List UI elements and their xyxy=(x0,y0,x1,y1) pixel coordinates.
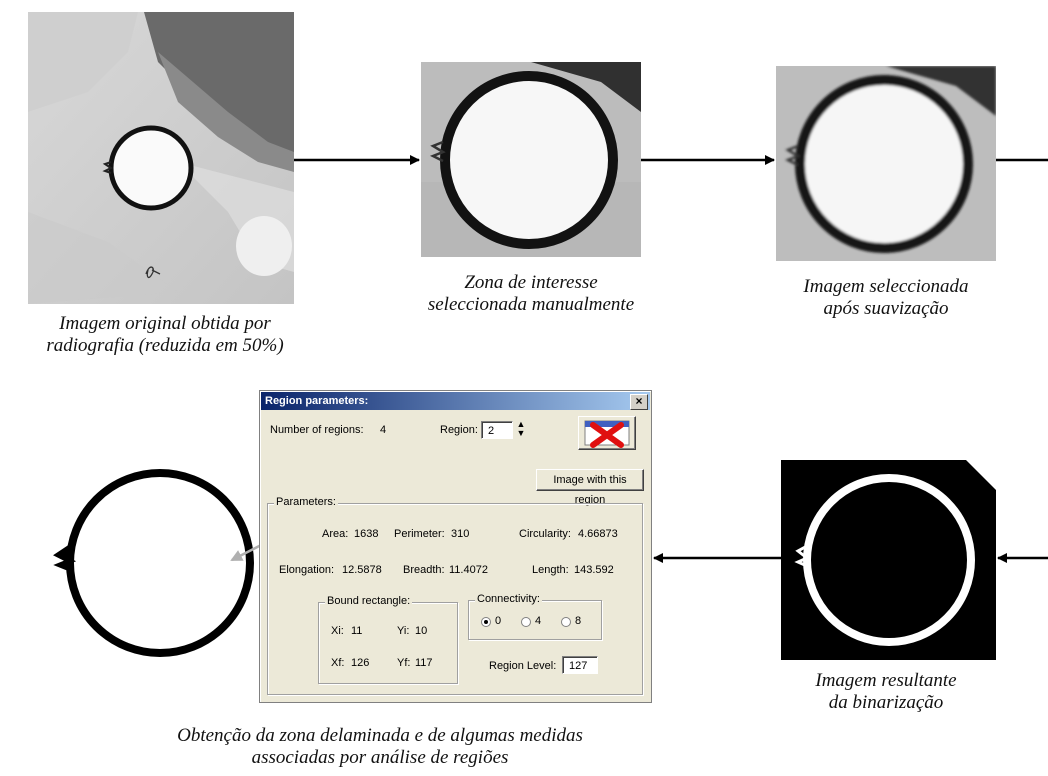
perimeter-value: 310 xyxy=(451,528,470,540)
region-parameters-dialog: Region parameters: × Number of regions: … xyxy=(259,390,652,703)
breadth-label: Breadth: xyxy=(403,564,445,576)
xf-value: 126 xyxy=(351,657,370,669)
length-label: Length: xyxy=(532,564,569,576)
xf-label: Xf: xyxy=(331,657,345,669)
area-label: Area: xyxy=(322,528,349,540)
region-spinner[interactable]: ▲ ▼ xyxy=(515,420,527,440)
xi-value: 11 xyxy=(351,625,363,637)
spinner-up-icon[interactable]: ▲ xyxy=(516,419,526,429)
parameters-group-title: Parameters: xyxy=(274,496,338,508)
connectivity-radio-0[interactable] xyxy=(481,617,491,627)
breadth-value: 11.4072 xyxy=(449,564,488,576)
connectivity-title: Connectivity: xyxy=(475,593,542,605)
connectivity-radio-8[interactable] xyxy=(561,617,571,627)
yi-value: 10 xyxy=(415,625,428,637)
connectivity-option-4-label: 4 xyxy=(535,615,542,627)
red-x-icon xyxy=(584,420,630,448)
caption-original: Imagem original obtida por radiografia (… xyxy=(46,313,284,356)
region-label: Region: xyxy=(440,424,478,436)
length-value: 143.592 xyxy=(574,564,614,576)
circularity-value: 4.66873 xyxy=(578,528,618,540)
connectivity-option-0-label: 0 xyxy=(495,615,502,627)
binarized-image xyxy=(781,460,996,660)
dialog-title: Region parameters: xyxy=(265,395,369,407)
parameters-group: Parameters: Area: 1638 Perimeter: 310 Ci… xyxy=(267,496,643,695)
number-of-regions-value: 4 xyxy=(380,424,387,436)
close-region-icon-button[interactable] xyxy=(578,416,636,450)
region-level-label: Region Level: xyxy=(489,660,557,672)
original-radiograph-image xyxy=(28,12,294,304)
region-input[interactable]: 2 xyxy=(481,421,513,439)
bound-rectangle-title: Bound rectangle: xyxy=(325,595,413,607)
caption-binarized: Imagem resultante da binarização xyxy=(815,670,957,713)
perimeter-label: Perimeter: xyxy=(394,528,445,540)
caption-zone: Zona de interesse seleccionada manualmen… xyxy=(427,272,635,315)
spinner-down-icon[interactable]: ▼ xyxy=(516,428,526,438)
area-value: 1638 xyxy=(354,528,379,540)
zone-of-interest-image xyxy=(421,62,641,257)
elongation-label: Elongation: xyxy=(279,564,335,576)
elongation-value: 12.5878 xyxy=(342,564,382,576)
image-with-region-button[interactable]: Image with this region xyxy=(536,469,644,506)
caption-smoothed: Imagem seleccionada após suavização xyxy=(803,276,969,319)
yi-label: Yi: xyxy=(397,625,410,637)
dialog-title-bar: Region parameters: × xyxy=(261,392,650,410)
number-of-regions-label: Number of regions: xyxy=(270,424,364,436)
yf-value: 117 xyxy=(415,657,433,669)
connectivity-option-8-label: 8 xyxy=(575,615,582,627)
delaminated-zone-image xyxy=(40,455,260,670)
xi-label: Xi: xyxy=(331,625,344,637)
connectivity-group: Connectivity: 0 4 8 xyxy=(468,593,602,640)
caption-regions: Obtenção da zona delaminada e de algumas… xyxy=(177,725,583,768)
smoothed-image xyxy=(776,66,996,261)
circularity-label: Circularity: xyxy=(519,528,571,540)
connectivity-radio-4[interactable] xyxy=(521,617,531,627)
yf-label: Yf: xyxy=(397,657,411,669)
bound-rectangle-group: Bound rectangle: Xi: 11 Yi: 10 Xf: 126 Y… xyxy=(318,595,458,684)
region-level-input[interactable]: 127 xyxy=(562,656,598,674)
close-button[interactable]: × xyxy=(630,394,648,410)
